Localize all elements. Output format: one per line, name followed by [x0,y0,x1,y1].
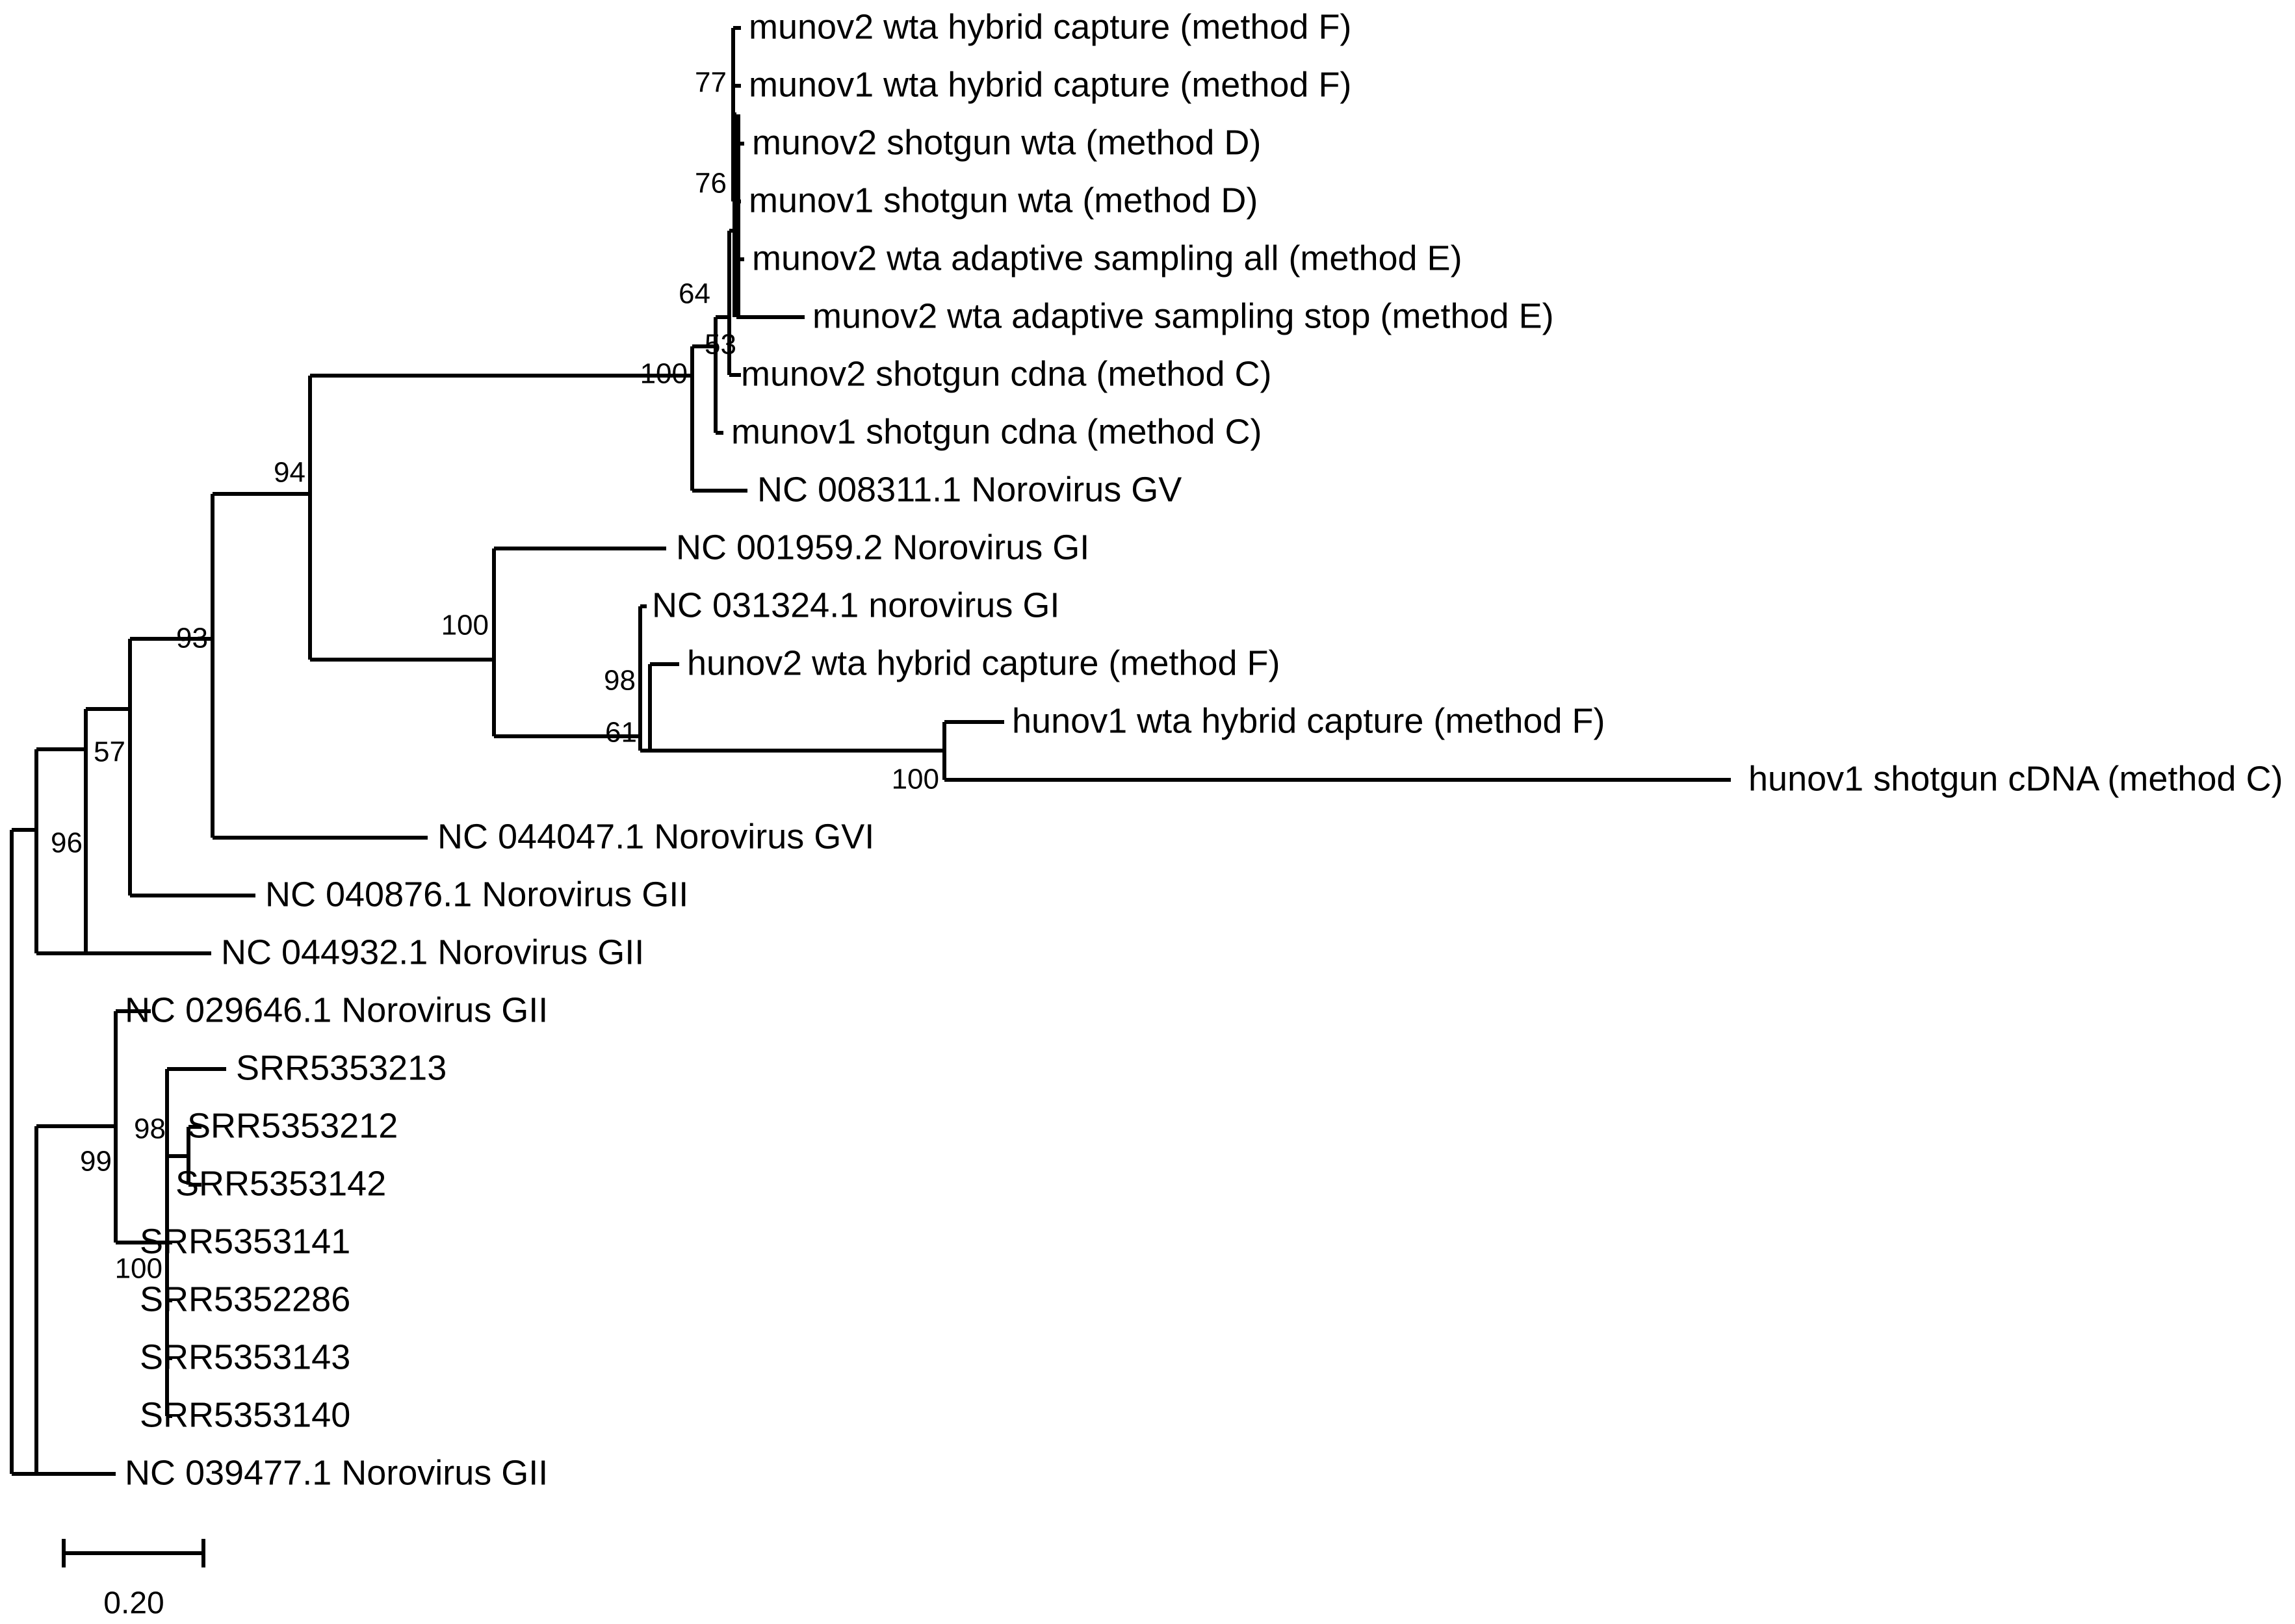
bootstrap-support-value: 77 [695,67,727,99]
leaf-label: NC 001959.2 Norovirus GI [676,528,1089,567]
leaf-label: NC 008311.1 Norovirus GV [757,470,1182,509]
leaf-label: hunov2 wta hybrid capture (method F) [687,643,1280,682]
leaf-label: munov2 wta adaptive sampling all (method… [752,238,1462,277]
leaf-label: NC 029646.1 Norovirus GII [125,990,548,1029]
bootstrap-support-value: 100 [441,610,489,641]
leaf-label: SRR5353140 [140,1395,350,1434]
leaf-label: hunov1 shotgun cDNA (method C) [1748,759,2283,798]
bootstrap-support-value: 61 [605,717,637,749]
leaf-label: munov1 wta hybrid capture (method F) [749,65,1351,104]
bootstrap-support-value: 76 [695,168,727,200]
leaf-label: SRR5353212 [187,1106,398,1145]
tree-leaf-labels: munov2 wta hybrid capture (method F) muno… [125,7,2283,1492]
leaf-label: NC 031324.1 norovirus GI [652,586,1059,625]
leaf-label: NC 040876.1 Norovirus GII [265,875,688,914]
leaf-label: SRR5353213 [236,1048,447,1087]
scale-bar: 0.20 [62,1539,205,1621]
bootstrap-support-value: 93 [176,623,208,654]
leaf-label: SRR5353142 [175,1164,386,1203]
leaf-label: munov1 shotgun cdna (method C) [731,412,1262,451]
leaf-label: munov2 shotgun wta (method D) [752,123,1261,162]
leaf-label: NC 044932.1 Norovirus GII [221,933,644,972]
bootstrap-support-value: 57 [94,736,125,768]
leaf-label: NC 044047.1 Norovirus GVI [437,817,874,856]
bootstrap-support-value: 100 [640,358,688,390]
bootstrap-support-value: 64 [679,278,710,310]
leaf-label: munov2 wta adaptive sampling stop (metho… [812,296,1554,335]
leaf-label: munov2 shotgun cdna (method C) [741,354,1271,393]
bootstrap-support-value: 98 [604,665,636,697]
leaf-label: SRR5352286 [140,1280,350,1319]
leaf-label: hunov1 wta hybrid capture (method F) [1012,701,1605,740]
leaf-label: NC 039477.1 Norovirus GII [125,1453,548,1492]
leaf-label: munov1 shotgun wta (method D) [749,181,1258,220]
bootstrap-support-value: 100 [892,764,939,795]
bootstrap-support-value: 98 [134,1113,166,1145]
leaf-label: SRR5353141 [140,1222,350,1261]
bootstrap-support-value: 53 [705,329,736,361]
bootstrap-support-value: 96 [51,827,83,859]
bootstrap-support-value: 99 [80,1146,112,1178]
bootstrap-support-value: 100 [115,1253,162,1285]
leaf-label: SRR5353143 [140,1337,350,1376]
scale-bar-label: 0.20 [103,1586,164,1621]
leaf-label: munov2 wta hybrid capture (method F) [749,7,1351,46]
bootstrap-support-value: 94 [274,457,305,489]
tree-leaf-branches [12,26,1731,1476]
tree-support-values: 77 76 64 53 100 94 100 98 61 100 93 57 96 98 99 100 [51,67,939,1285]
